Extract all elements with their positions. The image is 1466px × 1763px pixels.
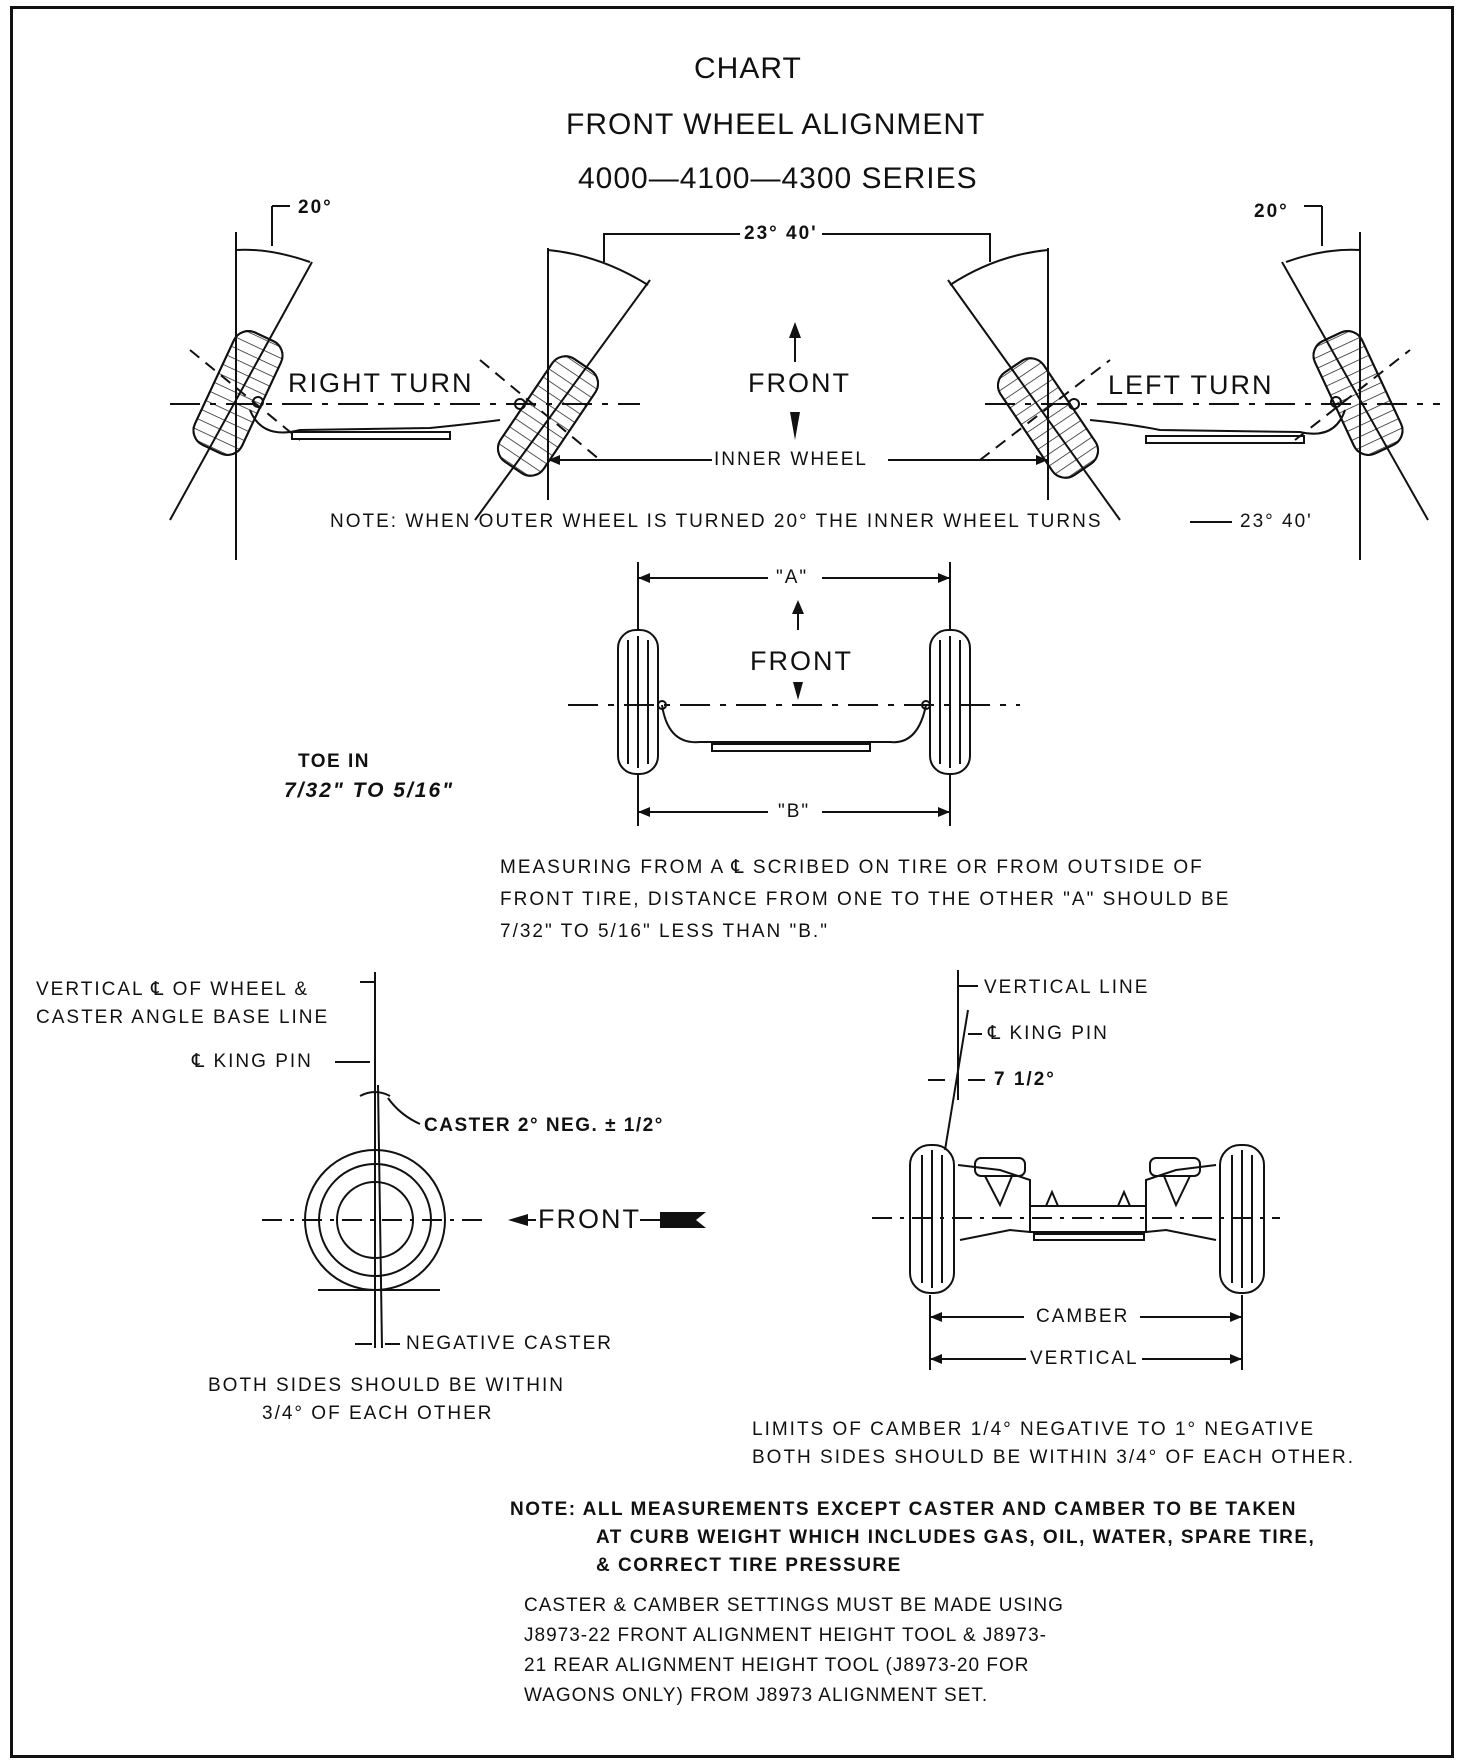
note-line2: AT CURB WEIGHT WHICH INCLUDES GAS, OIL, …	[596, 1527, 1316, 1548]
camber-limits-1: LIMITS OF CAMBER 1/4° NEGATIVE TO 1° NEG…	[752, 1419, 1316, 1440]
dim-b-label: "B"	[778, 801, 811, 822]
caster-king-pin-line	[377, 1084, 383, 1349]
turn-note: NOTE: WHEN OUTER WHEEL IS TURNED 20° THE…	[330, 511, 1103, 532]
caster-both-sides-2: 3/4° OF EACH OTHER	[262, 1403, 494, 1424]
camber-crossmember	[1029, 1205, 1147, 1233]
camber-dim-label: CAMBER	[1036, 1306, 1130, 1327]
caster-vertical-label-2: CASTER ANGLE BASE LINE	[36, 1007, 330, 1028]
inner-angle-label: 23° 40'	[740, 224, 822, 243]
note-line1: NOTE: ALL MEASUREMENTS EXCEPT CASTER AND…	[510, 1499, 1297, 1520]
right-inner-angle-arc	[547, 249, 649, 286]
camber-left-wheel	[909, 1144, 955, 1294]
chart-frame	[10, 6, 1454, 1758]
caster-front-label: FRONT	[538, 1204, 641, 1234]
toe-in-value: 7/32" TO 5/16"	[284, 779, 455, 802]
turn-note-value: 23° 40'	[1240, 511, 1313, 532]
right-turn-axle	[291, 431, 451, 440]
left-outer-angle-arc	[1285, 248, 1361, 263]
left-outer-angle-label: 20°	[1254, 201, 1289, 222]
caster-front-arrow	[508, 1214, 528, 1226]
camber-king-pin-label: ℄ KING PIN	[988, 1023, 1109, 1044]
vertical-dim-label: VERTICAL	[1030, 1348, 1139, 1369]
camber-limits-2: BOTH SIDES SHOULD BE WITHIN 3/4° OF EACH…	[752, 1447, 1356, 1468]
settings-line2: J8973-22 FRONT ALIGNMENT HEIGHT TOOL & J…	[524, 1625, 1047, 1646]
camber-vertical-line-label: VERTICAL LINE	[984, 977, 1150, 998]
chart-title: CHART	[694, 52, 802, 85]
chart-subtitle: FRONT WHEEL ALIGNMENT	[566, 108, 986, 141]
note-line3: & CORRECT TIRE PRESSURE	[596, 1555, 902, 1576]
camber-king-pin-line	[944, 1009, 969, 1151]
settings-line3: 21 REAR ALIGNMENT HEIGHT TOOL (J8973-20 …	[524, 1655, 1030, 1676]
chart-series: 4000—4100—4300 SERIES	[578, 162, 978, 195]
dim-a-label: "A"	[776, 567, 809, 588]
camber-right-wheel	[1219, 1144, 1265, 1294]
right-outer-angle-label: 20°	[298, 197, 333, 218]
toe-in-label: TOE IN	[298, 751, 370, 772]
inner-wheel-label: INNER WHEEL	[714, 449, 868, 470]
caster-vertical-label-1: VERTICAL ℄ OF WHEEL &	[36, 979, 310, 1000]
front-label-top: FRONT	[748, 368, 851, 398]
camber-king-pin-angle: 7 1/2°	[994, 1069, 1056, 1090]
caster-value-label: CASTER 2° NEG. ± 1/2°	[424, 1115, 664, 1136]
caster-both-sides-1: BOTH SIDES SHOULD BE WITHIN	[208, 1375, 565, 1396]
caster-king-pin-label: ℄ KING PIN	[192, 1051, 313, 1072]
left-turn-label: LEFT TURN	[1108, 370, 1274, 400]
left-outer-wheel	[1312, 330, 1404, 456]
left-inner-angle-arc	[949, 249, 1049, 286]
front-label-toe: FRONT	[750, 646, 853, 676]
left-turn-axle	[1145, 435, 1305, 444]
right-outer-angle-arc	[235, 248, 311, 263]
settings-line1: CASTER & CAMBER SETTINGS MUST BE MADE US…	[524, 1595, 1064, 1616]
negative-caster-label: NEGATIVE CASTER	[406, 1333, 614, 1354]
settings-line4: WAGONS ONLY) FROM J8973 ALIGNMENT SET.	[524, 1685, 989, 1706]
toe-desc-line1: MEASURING FROM A ℄ SCRIBED ON TIRE OR FR…	[500, 857, 1204, 878]
right-outer-wheel	[192, 330, 284, 456]
right-turn-label: RIGHT TURN	[288, 368, 474, 398]
caster-front-pointer	[660, 1212, 706, 1228]
toe-desc-line2: FRONT TIRE, DISTANCE FROM ONE TO THE OTH…	[500, 889, 1231, 910]
toe-axle	[711, 743, 871, 752]
toe-desc-line3: 7/32" TO 5/16" LESS THAN "B."	[500, 921, 829, 942]
